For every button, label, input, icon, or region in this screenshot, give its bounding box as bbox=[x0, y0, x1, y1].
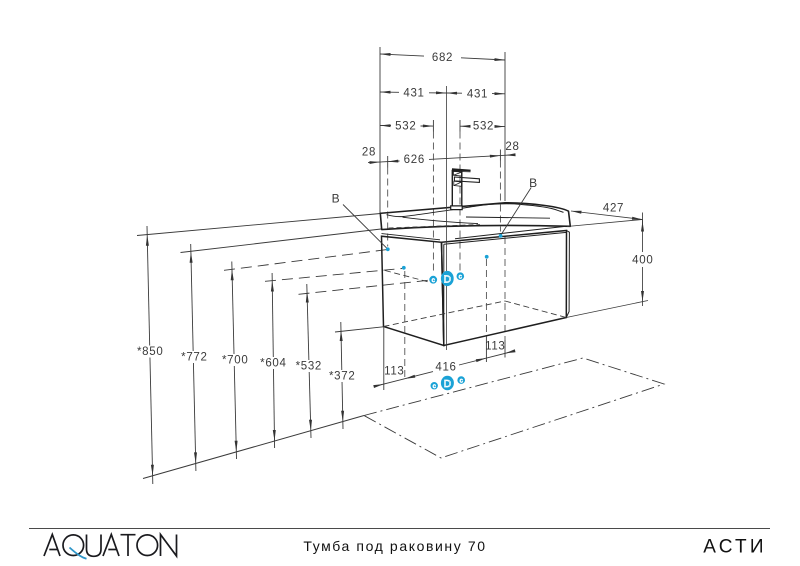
svg-text:АСТИ: АСТИ bbox=[703, 537, 766, 558]
svg-text:431: 431 bbox=[403, 88, 424, 100]
svg-text:*700: *700 bbox=[222, 355, 248, 367]
svg-text:*372: *372 bbox=[329, 371, 355, 383]
svg-text:416: 416 bbox=[435, 361, 456, 373]
svg-text:B: B bbox=[332, 192, 341, 206]
svg-text:626: 626 bbox=[404, 154, 425, 166]
svg-text:c: c bbox=[432, 277, 436, 284]
svg-text:c: c bbox=[433, 383, 437, 390]
svg-text:113: 113 bbox=[384, 365, 404, 377]
svg-text:c: c bbox=[460, 377, 464, 384]
svg-text:682: 682 bbox=[432, 52, 453, 64]
svg-text:532: 532 bbox=[395, 121, 416, 133]
svg-text:532: 532 bbox=[473, 120, 494, 132]
svg-text:B: B bbox=[529, 176, 538, 190]
svg-text:D: D bbox=[444, 378, 452, 390]
svg-text:*850: *850 bbox=[137, 346, 163, 358]
svg-text:*772: *772 bbox=[181, 352, 207, 364]
svg-text:400: 400 bbox=[632, 254, 653, 266]
svg-text:427: 427 bbox=[603, 203, 624, 215]
svg-text:*532: *532 bbox=[296, 361, 322, 373]
svg-text:Тумба под раковину 70: Тумба под раковину 70 bbox=[303, 538, 486, 554]
svg-text:113: 113 bbox=[485, 341, 505, 353]
svg-text:28: 28 bbox=[362, 147, 376, 159]
svg-text:28: 28 bbox=[505, 141, 519, 153]
svg-text:D: D bbox=[444, 273, 452, 285]
svg-text:*604: *604 bbox=[260, 358, 286, 370]
svg-text:c: c bbox=[459, 274, 463, 281]
svg-text:431: 431 bbox=[467, 89, 488, 101]
